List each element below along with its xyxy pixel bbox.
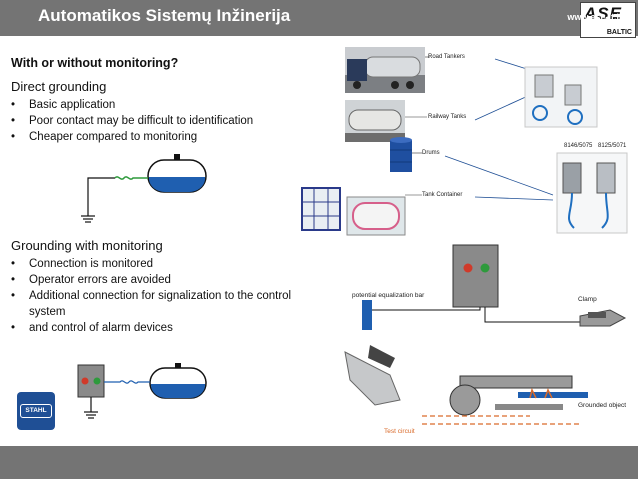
tank-icon xyxy=(147,154,207,193)
monitoring-title: Grounding with monitoring xyxy=(11,238,163,253)
tank-icon xyxy=(149,363,207,399)
tank-container-label: Tank Container xyxy=(422,192,463,198)
clamp-label: Clamp xyxy=(578,296,597,303)
tank-container-photo xyxy=(346,196,406,236)
logo-text: ASE xyxy=(584,4,622,23)
header-bar xyxy=(0,0,638,36)
railway-tank-photo xyxy=(345,100,405,142)
device-label-2: 8125/5071 xyxy=(598,143,627,149)
stahl-text: STAHL xyxy=(20,404,52,418)
ibc-container-photo xyxy=(301,187,341,231)
logo-subtext: BALTIC xyxy=(606,29,632,36)
monitoring-system-diagram xyxy=(344,244,627,425)
list-item: Poor contact may be difficult to identif… xyxy=(11,113,301,129)
monitor-unit-icon xyxy=(452,244,499,308)
list-item: Cheaper compared to monitoring xyxy=(11,129,301,145)
direct-grounding-diagram xyxy=(81,154,207,223)
drum-photo xyxy=(390,137,412,172)
list-item: and control of alarm devices xyxy=(11,320,301,336)
footer-url[interactable]: www.ase-lt.lt xyxy=(567,12,622,22)
question-heading: With or without monitoring? xyxy=(11,56,179,70)
clamp-icon xyxy=(579,309,627,327)
stahl-logo: STAHL xyxy=(17,392,55,430)
list-item: Additional connection for signalization … xyxy=(11,288,301,320)
monitor-box-icon xyxy=(77,364,105,398)
ase-baltic-logo: ASE BALTIC xyxy=(580,2,636,38)
grounding-units-photo xyxy=(556,152,628,234)
list-item: Connection is monitored xyxy=(11,256,301,272)
monitoring-devices-photo xyxy=(524,66,598,128)
device-label-1: 8146/5075 xyxy=(564,143,593,149)
applications-photo-collage xyxy=(345,47,628,236)
road-tankers-label: Road Tankers xyxy=(428,54,465,60)
road-tanker-photo xyxy=(345,47,425,93)
test-circuit-label: Test circuit xyxy=(384,428,415,435)
page-title: Automatikos Sistemų Inžinerija xyxy=(38,6,291,25)
direct-grounding-list: Basic application Poor contact may be di… xyxy=(11,97,301,145)
list-item: Basic application xyxy=(11,97,301,113)
equalization-bar-icon xyxy=(362,300,372,330)
railway-tanks-label: Railway Tanks xyxy=(428,114,467,120)
equalization-bar-label: potential equalization bar xyxy=(352,292,425,299)
ground-cable-icon xyxy=(81,176,148,223)
grounded-object-label: Grounded object xyxy=(578,402,627,409)
grounded-object-icon xyxy=(449,375,588,416)
ground-symbol-icon xyxy=(84,397,98,419)
monitoring-diagram xyxy=(77,363,207,419)
footer-bar xyxy=(0,446,638,479)
direct-grounding-title: Direct grounding xyxy=(11,79,107,94)
list-item: Operator errors are avoided xyxy=(11,272,301,288)
monitoring-list: Connection is monitored Operator errors … xyxy=(11,256,301,336)
drums-label: Drums xyxy=(422,150,440,156)
clamp-photo xyxy=(344,345,401,406)
